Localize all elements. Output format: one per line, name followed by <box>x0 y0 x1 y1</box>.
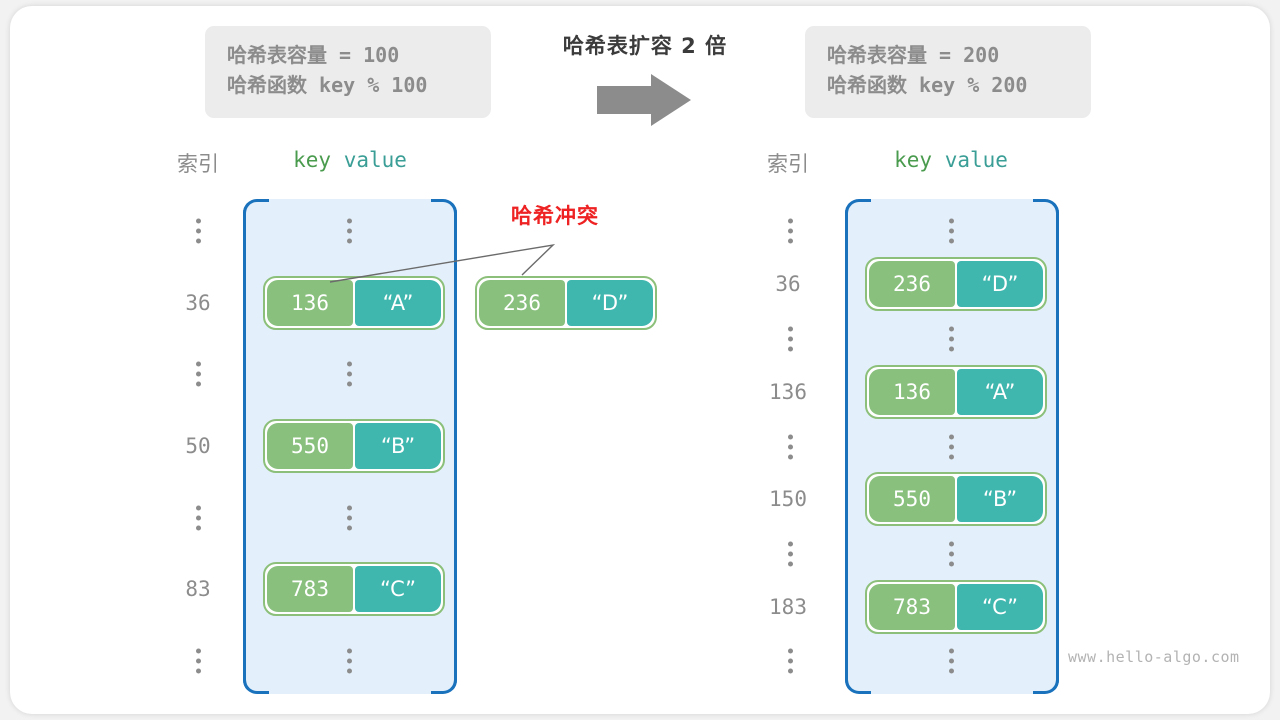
info-left-hash: 哈希函数 key % 100 <box>227 73 428 97</box>
right-entry-150-key: 550 <box>869 476 955 522</box>
left-header-kv: key value <box>293 148 407 172</box>
info-right-capacity: 哈希表容量 = 200 <box>827 43 1000 67</box>
left-entry-36-value: “A” <box>355 280 441 326</box>
collision-label: 哈希冲突 <box>511 204 599 228</box>
left-entry-36[interactable]: 136 “A” <box>263 276 445 330</box>
right-index-183: 183 <box>769 595 807 619</box>
right-entry-183-value: “C” <box>957 584 1043 630</box>
info-left-capacity: 哈希表容量 = 100 <box>227 43 400 67</box>
right-bucket-ellipsis-2 <box>941 326 961 352</box>
left-index-ellipsis-4 <box>188 648 208 674</box>
left-bucket-ellipsis-1 <box>339 218 359 244</box>
left-bucket-ellipsis-4 <box>339 648 359 674</box>
right-bucket-ellipsis-1 <box>941 218 961 244</box>
right-entry-136-key: 136 <box>869 369 955 415</box>
left-index-50: 50 <box>185 434 211 458</box>
right-index-136: 136 <box>769 380 807 404</box>
right-entry-36[interactable]: 236 “D” <box>865 257 1047 311</box>
right-index-ellipsis-5 <box>780 648 800 674</box>
right-index-ellipsis-3 <box>780 434 800 460</box>
left-entry-50-key: 550 <box>267 423 353 469</box>
right-index-150: 150 <box>769 487 807 511</box>
colliding-entry-value: “D” <box>567 280 653 326</box>
info-right-hash: 哈希函数 key % 200 <box>827 73 1028 97</box>
right-bucket-ellipsis-4 <box>941 541 961 567</box>
right-bucket-ellipsis-3 <box>941 434 961 460</box>
left-entry-83[interactable]: 783 “C” <box>263 562 445 616</box>
right-entry-36-value: “D” <box>957 261 1043 307</box>
right-index-ellipsis-1 <box>780 218 800 244</box>
right-header-index: 索引 <box>767 152 809 176</box>
right-index-ellipsis-2 <box>780 326 800 352</box>
right-header-kv: key value <box>894 148 1008 172</box>
left-entry-83-key: 783 <box>267 566 353 612</box>
colliding-entry-236[interactable]: 236 “D” <box>475 276 657 330</box>
right-index-ellipsis-4 <box>780 541 800 567</box>
right-entry-150[interactable]: 550 “B” <box>865 472 1047 526</box>
right-entry-136-value: “A” <box>957 369 1043 415</box>
watermark: www.hello-algo.com <box>1068 648 1240 666</box>
left-entry-50-value: “B” <box>355 423 441 469</box>
diagram-card <box>10 6 1270 714</box>
info-box-before: 哈希表容量 = 100 哈希函数 key % 100 <box>205 26 491 118</box>
arrow-right-icon <box>595 72 695 128</box>
left-bucket-ellipsis-2 <box>339 361 359 387</box>
right-entry-183-key: 783 <box>869 584 955 630</box>
left-index-ellipsis-3 <box>188 505 208 531</box>
left-entry-83-value: “C” <box>355 566 441 612</box>
right-entry-36-key: 236 <box>869 261 955 307</box>
right-bucket-ellipsis-5 <box>941 648 961 674</box>
left-index-83: 83 <box>185 577 211 601</box>
right-entry-183[interactable]: 783 “C” <box>865 580 1047 634</box>
left-header-index: 索引 <box>177 152 219 176</box>
info-box-after: 哈希表容量 = 200 哈希函数 key % 200 <box>805 26 1091 118</box>
right-entry-150-value: “B” <box>957 476 1043 522</box>
left-entry-50[interactable]: 550 “B” <box>263 419 445 473</box>
right-entry-136[interactable]: 136 “A” <box>865 365 1047 419</box>
colliding-entry-key: 236 <box>479 280 565 326</box>
left-index-ellipsis-2 <box>188 361 208 387</box>
left-index-ellipsis-1 <box>188 218 208 244</box>
right-index-36: 36 <box>775 272 801 296</box>
left-bucket-ellipsis-3 <box>339 505 359 531</box>
diagram-title: 哈希表扩容 2 倍 <box>562 34 728 58</box>
left-index-36: 36 <box>185 291 211 315</box>
left-entry-36-key: 136 <box>267 280 353 326</box>
